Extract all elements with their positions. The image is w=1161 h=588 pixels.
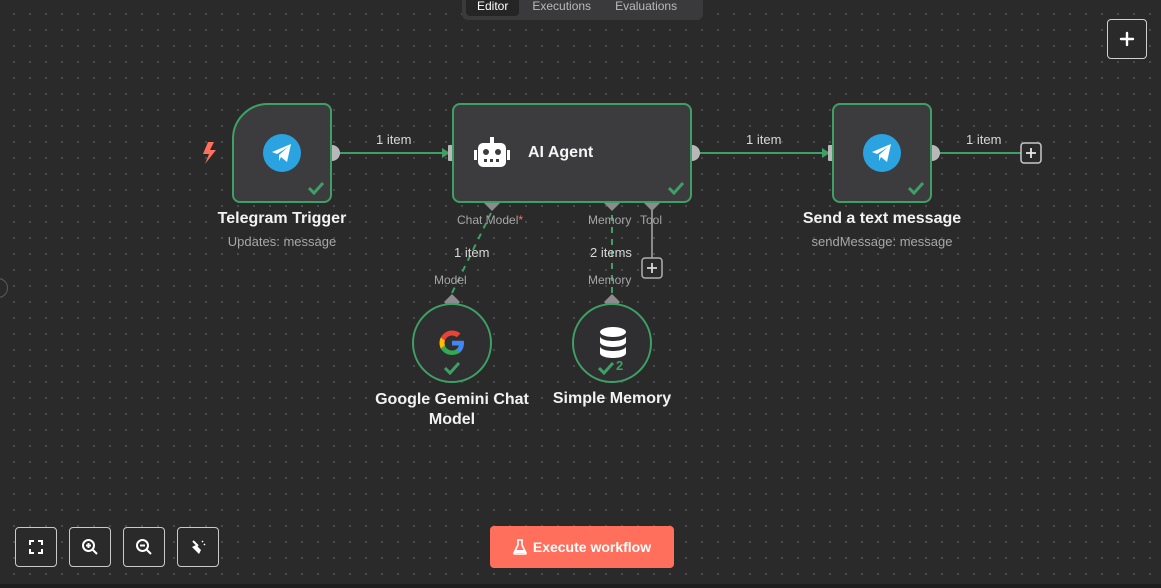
chat-model-port-label: Chat Model* — [457, 213, 524, 227]
plus-icon — [1119, 31, 1135, 47]
bottom-panel-edge — [0, 584, 1161, 588]
gemini-agent-count: 1 item — [454, 245, 490, 260]
zoom-out-button[interactable] — [123, 527, 165, 567]
fit-view-icon — [29, 540, 43, 554]
send-message-title: Send a text message — [802, 210, 962, 227]
tab-evaluations[interactable]: Evaluations — [615, 0, 678, 13]
tool-port-label: Tool — [640, 213, 663, 227]
broom-icon — [192, 540, 206, 554]
memory-port-label: Memory — [588, 213, 632, 227]
google-icon — [439, 330, 464, 355]
gemini-title-line1: Google Gemini Chat — [375, 391, 529, 408]
database-icon — [600, 327, 626, 358]
gemini-title: Google Gemini Chat Model — [362, 390, 542, 430]
execute-workflow-button[interactable]: Execute workflow — [490, 526, 674, 568]
zoom-out-icon — [136, 539, 152, 555]
add-node-button[interactable] — [1107, 19, 1147, 59]
gemini-title-line2: Model — [428, 411, 476, 428]
simple-memory-title: Simple Memory — [552, 390, 672, 407]
ai-agent-title: AI Agent — [528, 144, 594, 161]
wire-gemini-agent — [451, 212, 492, 294]
telegram-icon — [863, 134, 901, 172]
success-check-icon — [308, 181, 324, 195]
execute-workflow-label: Execute workflow — [532, 539, 652, 555]
telegram-trigger-node[interactable] — [232, 103, 332, 203]
trigger-bolt-icon — [203, 142, 216, 164]
send-output-count: 1 item — [966, 132, 1002, 147]
success-check-icon — [598, 361, 614, 375]
view-tabs: Editor Executions Evaluations — [462, 0, 703, 20]
send-message-node[interactable] — [832, 103, 932, 203]
tab-editor[interactable]: Editor — [466, 0, 520, 16]
run-count-badge: 2 — [616, 358, 624, 373]
gemini-chat-model-node[interactable] — [412, 303, 492, 383]
tab-executions[interactable]: Executions — [532, 0, 592, 13]
zoom-in-button[interactable] — [69, 527, 111, 567]
fit-view-button[interactable] — [15, 527, 57, 567]
memory-output-label: Memory — [588, 273, 632, 287]
success-check-icon — [668, 181, 684, 195]
tidy-up-button[interactable] — [177, 527, 219, 567]
robot-icon — [474, 137, 510, 167]
telegram-trigger-subtitle: Updates: message — [227, 234, 337, 249]
success-check-icon — [908, 181, 924, 195]
model-output-label: Model — [434, 273, 467, 287]
ai-agent-node[interactable]: AI Agent — [452, 103, 692, 203]
telegram-trigger-title: Telegram Trigger — [217, 210, 347, 227]
telegram-icon — [263, 134, 301, 172]
send-message-subtitle: sendMessage: message — [811, 234, 953, 249]
success-check-icon — [444, 361, 460, 375]
agent-send-count: 1 item — [746, 132, 782, 147]
flask-icon — [512, 539, 527, 555]
add-tool-icon — [641, 257, 663, 279]
simple-memory-node[interactable]: 2 — [572, 303, 652, 383]
memory-agent-count: 2 items — [590, 245, 632, 260]
trigger-agent-count: 1 item — [376, 132, 412, 147]
add-output-node-icon — [1020, 142, 1042, 164]
zoom-in-icon — [82, 539, 98, 555]
